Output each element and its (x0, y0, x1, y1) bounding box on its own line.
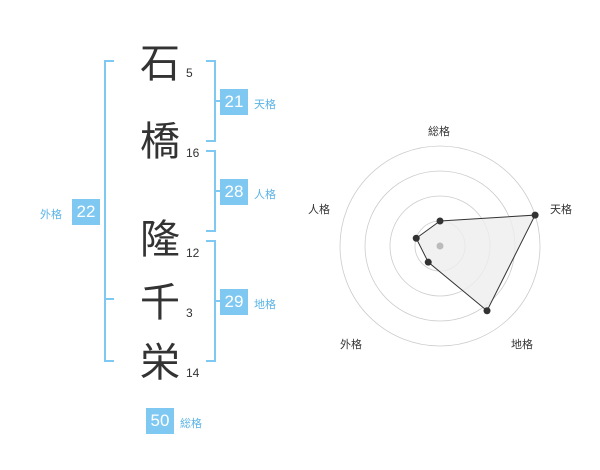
radar-point (412, 234, 420, 242)
stroke-count-3: 12 (186, 246, 200, 260)
stroke-count-4: 3 (186, 306, 193, 320)
radar-label-gaikaku: 外格 (340, 338, 362, 351)
tenkaku-value-box: 21 (220, 89, 248, 115)
soukaku-value-box: 50 (146, 408, 174, 434)
name-char-2: 橋 (140, 119, 180, 165)
jinkaku-bracket-tick (214, 190, 222, 192)
name-char-1: 石 (140, 41, 180, 87)
gaikaku-bracket-tick (106, 298, 114, 300)
radar-label-tenkaku: 天格 (550, 203, 572, 216)
chikaku-value-box: 29 (220, 289, 248, 315)
name-char-4: 千 (140, 280, 180, 326)
radar-point (436, 217, 444, 225)
radar-label-chikaku: 地格 (511, 338, 533, 351)
name-char-3: 隆 (140, 217, 180, 263)
radar-ring (339, 145, 541, 347)
chikaku-label: 地格 (254, 298, 276, 311)
gaikaku-value-box: 22 (72, 199, 100, 225)
jinkaku-value-box: 28 (220, 179, 248, 205)
radar-center-dot (436, 242, 444, 250)
soukaku-label: 総格 (180, 417, 202, 430)
radar-label-soukaku: 総格 (428, 125, 450, 138)
radar-area (415, 214, 536, 312)
radar-point (424, 258, 432, 266)
name-char-5: 栄 (140, 340, 180, 386)
tenkaku-bracket-tick (214, 100, 222, 102)
radar-point (483, 307, 491, 315)
radar-label-jinkaku: 人格 (308, 203, 330, 216)
chikaku-bracket-tick (214, 300, 222, 302)
stroke-count-2: 16 (186, 146, 200, 160)
gaikaku-label: 外格 (40, 208, 62, 221)
radar-point (531, 211, 539, 219)
gaikaku-bracket (104, 60, 114, 362)
tenkaku-label: 天格 (254, 98, 276, 111)
jinkaku-label: 人格 (254, 188, 276, 201)
stroke-count-5: 14 (186, 366, 200, 380)
stroke-count-1: 5 (186, 66, 193, 80)
